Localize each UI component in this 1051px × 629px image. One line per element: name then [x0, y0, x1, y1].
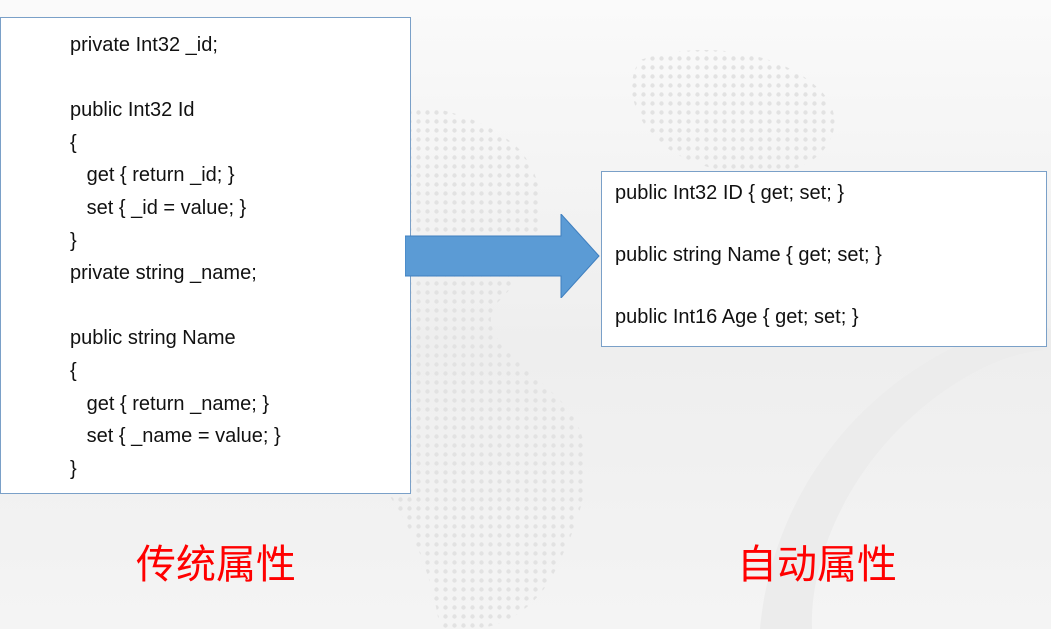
left-code-line: get { return _id; }: [70, 164, 235, 187]
left-code-line: }: [70, 457, 77, 480]
right-code-line: public string Name { get; set; }: [615, 244, 882, 266]
left-code-line: get { return _name; }: [70, 392, 270, 415]
map-watermark-europe: [631, 50, 835, 174]
traditional-property-code-box: private Int32 _id;public Int32 Id { get {…: [0, 17, 411, 494]
left-code-line: {: [70, 360, 77, 382]
left-code-line: public Int32 Id: [70, 99, 195, 122]
left-code-line: public string Name: [70, 327, 236, 350]
left-code-line: set { _name = value; }: [70, 425, 281, 448]
left-code-line: }: [70, 229, 77, 252]
left-code-line: {: [70, 131, 77, 154]
traditional-property-caption: 传统属性: [136, 542, 296, 588]
arrow-shape: [405, 214, 600, 298]
auto-property-caption: 自动属性: [737, 542, 897, 588]
left-code-line: set { _id = value; }: [70, 197, 247, 219]
right-code-line: public Int32 ID { get; set; }: [615, 182, 845, 204]
auto-property-code-box: public Int32 ID { get; set; } public stri…: [601, 171, 1047, 347]
left-code-line: private string _name;: [70, 262, 257, 285]
right-arrow-icon: [405, 214, 600, 298]
swoosh-watermark: [760, 325, 1051, 629]
left-code-line: private Int32 _id;: [70, 34, 218, 56]
right-code-line: public Int16 Age { get; set; }: [615, 306, 859, 328]
